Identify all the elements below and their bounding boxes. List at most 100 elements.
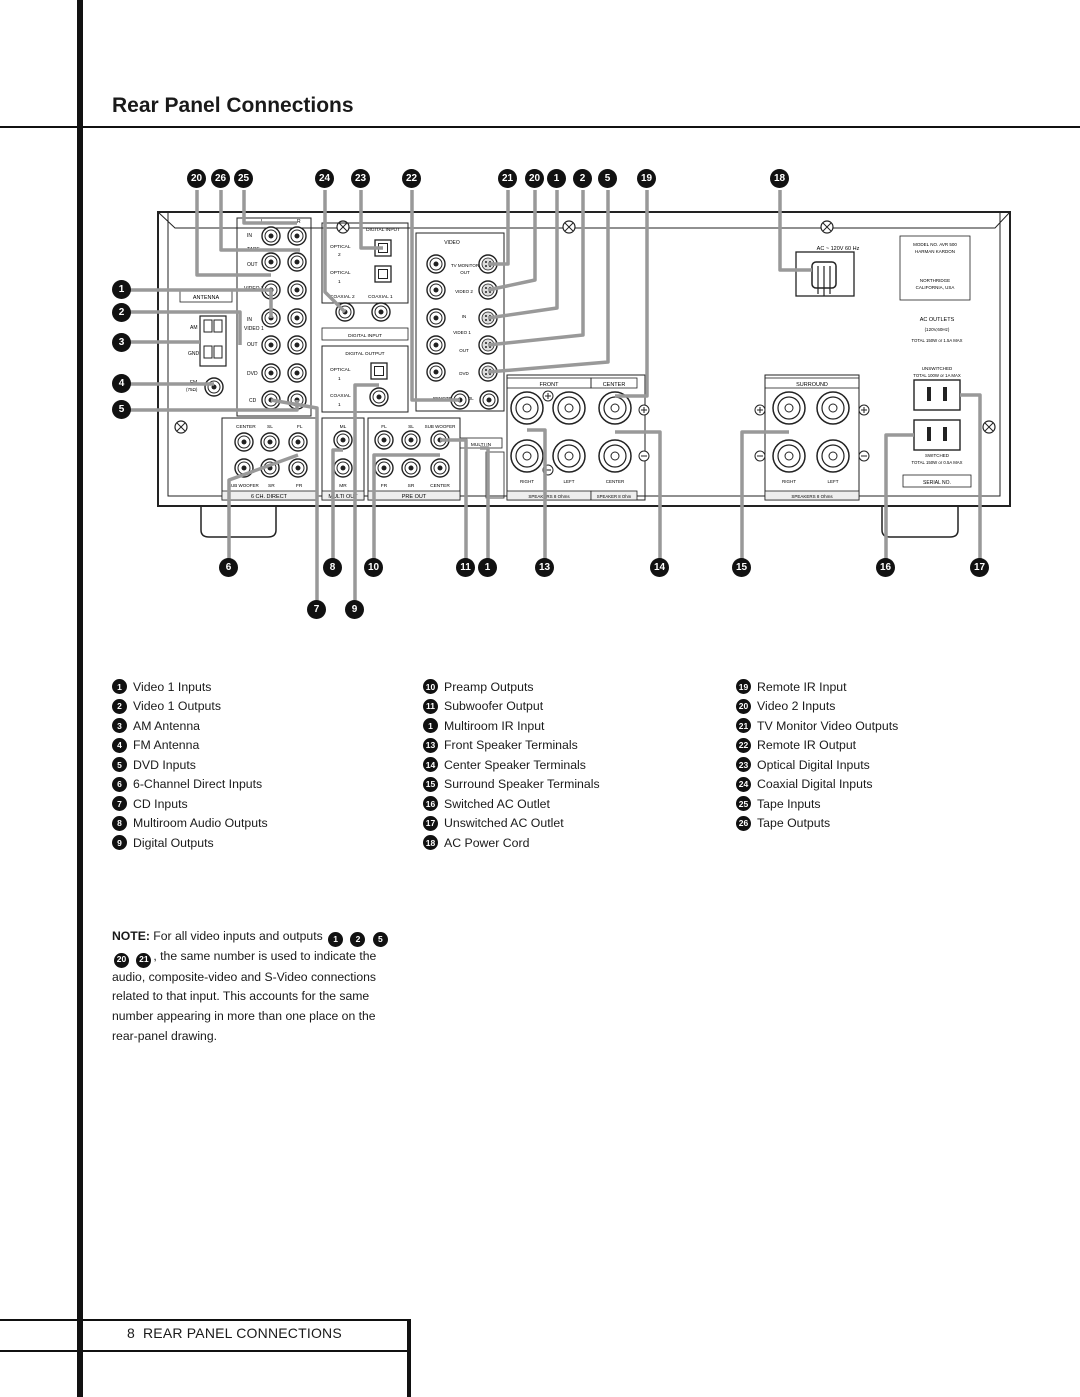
- callout-top-2: 2: [573, 169, 592, 188]
- switched-label: SWITCHED: [925, 453, 950, 458]
- callout-top-20a: 20: [187, 169, 206, 188]
- dvd-audio-label: DVD: [247, 371, 258, 377]
- tape-out-label: OUT: [247, 262, 258, 268]
- mr-label: MR: [339, 483, 347, 489]
- legend-label: Multiroom Audio Outputs: [133, 816, 268, 831]
- legend-num: 4: [112, 737, 127, 753]
- legend-label: Optical Digital Inputs: [757, 757, 870, 772]
- page-number: 8: [127, 1325, 135, 1341]
- spk-front-label: SPEAKERS 8 Ohms: [528, 494, 570, 499]
- sur-right-label: RIGHT: [782, 479, 796, 484]
- model-line4: CALIFORNIA, USA: [916, 285, 955, 290]
- note-num: 1: [328, 932, 344, 948]
- video1-label: VIDEO 1: [453, 330, 471, 335]
- coax2-label: COAXIAL 2: [330, 294, 355, 300]
- pre-sub-label: SUB WOOFER: [425, 424, 457, 429]
- 6ch-fr-label: FR: [296, 483, 303, 489]
- note-num: 21: [136, 952, 152, 968]
- antenna-label: ANTENNA: [193, 295, 220, 301]
- note-num: 20: [114, 952, 129, 968]
- 6ch-fl-label: FL: [297, 424, 303, 430]
- legend-num: 17: [423, 815, 438, 831]
- footer-section-label: REAR PANEL CONNECTIONS: [143, 1325, 342, 1341]
- tv-monitor-label: TV MONITOR: [451, 263, 480, 268]
- pre-out-label: PRE OUT: [402, 494, 427, 500]
- pre-sr-label: SR: [408, 483, 415, 489]
- gnd-label: GND: [188, 351, 200, 357]
- digital-input-top-label: DIGITAL INPUT: [366, 227, 400, 233]
- legend-label: Tape Inputs: [757, 796, 821, 811]
- legend-num: 8: [112, 815, 127, 831]
- legend-label: Surround Speaker Terminals: [444, 777, 600, 792]
- legend-label: Remote IR Output: [757, 738, 857, 753]
- callout-bottom-8: 8: [323, 558, 342, 577]
- 6ch-sl-label: SL: [267, 424, 273, 430]
- legend-num: 22: [736, 737, 751, 753]
- callout-bottom-14: 14: [650, 558, 669, 577]
- pre-fl-label: FL: [381, 424, 387, 430]
- total3-label: TOTAL 150W or 0.5A MAX: [911, 460, 962, 465]
- legend-num: 7: [112, 796, 127, 812]
- note-num: 2: [350, 932, 366, 948]
- callout-bottom-15: 15: [732, 558, 751, 577]
- callout-bottom-1: 1: [478, 558, 497, 577]
- 6ch-sr-label: SR: [268, 483, 275, 489]
- front-left-label: LEFT: [563, 479, 574, 484]
- legend-label: AC Power Cord: [444, 835, 530, 850]
- multi-in-label: MULTI IN: [471, 442, 492, 448]
- optical-out-num: 1: [338, 376, 341, 382]
- legend-item: 8 Multiroom Audio Outputs: [112, 814, 268, 834]
- legend-num: 24: [736, 776, 751, 792]
- unswitched-label: UNSWITCHED: [922, 366, 953, 371]
- footer-rule-top: [0, 1319, 410, 1321]
- legend-num: 19: [736, 679, 751, 695]
- legend-num: 6: [112, 776, 127, 792]
- legend-label: CD Inputs: [133, 796, 188, 811]
- note-text-1: For all video inputs and outputs: [149, 929, 327, 943]
- legend-label: Preamp Outputs: [444, 679, 534, 694]
- 6ch-sub-label: SUB WOOFER: [228, 483, 260, 488]
- fm-ohm-label: (75Ω): [186, 387, 198, 392]
- video1-out-label: OUT: [247, 342, 258, 348]
- note-lead: NOTE:: [112, 929, 150, 943]
- total1-label: TOTAL 150W or 1.5A MAX: [911, 338, 962, 343]
- video1-in-v-label: IN: [462, 314, 467, 319]
- multi-out-label: MULTI OUT: [328, 494, 358, 500]
- callout-left-3: 3: [112, 333, 131, 352]
- callout-bottom-17: 17: [970, 558, 989, 577]
- callout-top-24: 24: [315, 169, 334, 188]
- digital-input-label: DIGITAL INPUT: [348, 333, 382, 339]
- legend-num: 25: [736, 796, 751, 812]
- title-rule: [0, 126, 1080, 128]
- optical2-num: 2: [338, 252, 341, 258]
- dvd-video-label: DVD: [459, 371, 469, 376]
- legend-num: 16: [423, 796, 438, 812]
- callout-top-26: 26: [211, 169, 230, 188]
- note-num: 5: [372, 932, 388, 948]
- callout-bottom-11: 11: [456, 558, 475, 577]
- callout-top-22: 22: [402, 169, 421, 188]
- legend-label: Video 1 Outputs: [133, 699, 221, 714]
- legend-label: Remote IR Input: [757, 679, 847, 694]
- model-line1: MODEL NO. AVR 500: [913, 242, 957, 247]
- legend-item: 25 Tape Inputs: [736, 794, 898, 814]
- ac-outlets-label: AC OUTLETS: [920, 317, 955, 323]
- pre-fr-label: FR: [381, 483, 388, 489]
- optical-out-label: OPTICAL: [330, 367, 351, 373]
- coax1-label: COAXIAL 1: [368, 294, 393, 300]
- am-label: AM: [190, 325, 198, 331]
- legend-num: 1: [423, 718, 438, 734]
- legend-label: Front Speaker Terminals: [444, 738, 578, 753]
- video-label: VIDEO: [444, 240, 460, 246]
- spk-sur-label: SPEAKERS 8 Ohms: [791, 494, 833, 499]
